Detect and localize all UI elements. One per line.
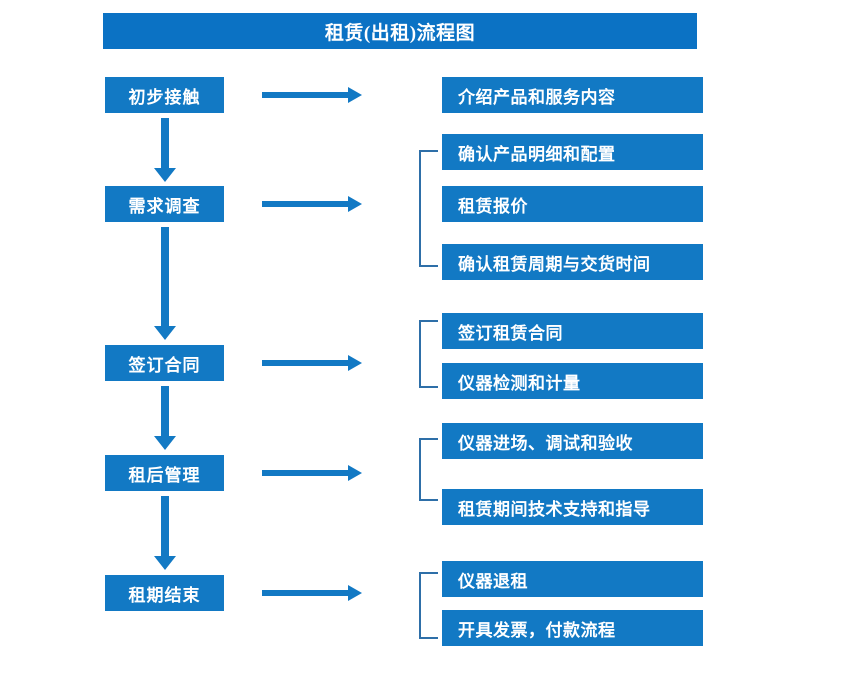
stage-box-rental-end[interactable]: 租期结束	[105, 575, 224, 611]
stage-box-needs-survey[interactable]: 需求调查	[105, 186, 224, 222]
down-arrow-icon-3	[152, 386, 178, 452]
detail-box-confirm-product-details[interactable]: 确认产品明细和配置	[442, 134, 703, 170]
detail-box-instrument-onsite-commissioning[interactable]: 仪器进场、调试和验收	[442, 423, 703, 459]
right-arrow-icon-4	[262, 465, 362, 481]
detail-box-invoice-payment[interactable]: 开具发票，付款流程	[442, 610, 703, 646]
detail-box-sign-rental-contract[interactable]: 签订租赁合同	[442, 313, 703, 349]
detail-box-technical-support[interactable]: 租赁期间技术支持和指导	[442, 489, 703, 525]
right-arrow-icon-2	[262, 196, 362, 212]
group-bracket-rental-end	[419, 572, 438, 639]
stage-box-sign-contract[interactable]: 签订合同	[105, 345, 224, 381]
stage-box-post-rental-management[interactable]: 租后管理	[105, 455, 224, 491]
detail-box-rental-quotation[interactable]: 租赁报价	[442, 186, 703, 222]
page-title: 租赁(出租)流程图	[103, 13, 697, 49]
detail-box-instrument-inspection[interactable]: 仪器检测和计量	[442, 363, 703, 399]
stage-box-initial-contact[interactable]: 初步接触	[105, 77, 224, 113]
group-bracket-sign-contract	[419, 320, 438, 388]
right-arrow-icon-1	[262, 87, 362, 103]
right-arrow-icon-5	[262, 585, 362, 601]
detail-box-introduce-products[interactable]: 介绍产品和服务内容	[442, 77, 703, 113]
group-bracket-post-rental-management	[419, 438, 438, 501]
down-arrow-icon-2	[152, 227, 178, 342]
down-arrow-icon-4	[152, 496, 178, 572]
right-arrow-icon-3	[262, 355, 362, 371]
detail-box-instrument-return[interactable]: 仪器退租	[442, 561, 703, 597]
detail-box-confirm-rental-period[interactable]: 确认租赁周期与交货时间	[442, 244, 703, 280]
group-bracket-needs-survey	[419, 150, 438, 267]
down-arrow-icon-1	[152, 118, 178, 184]
